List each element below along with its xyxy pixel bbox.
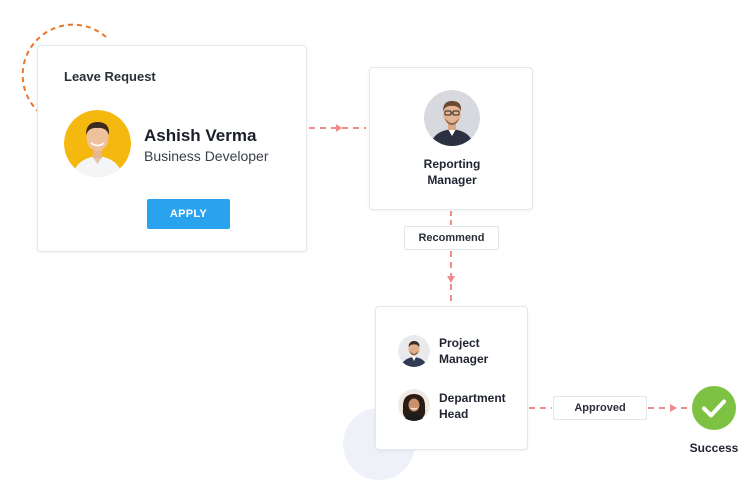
arrowhead-approved-to-success [670,404,677,412]
avatar-department-head [398,389,430,421]
reporting-manager-label-line1: Reporting [423,157,481,171]
leave-request-card: Leave Request Ashish Verma Business Deve… [37,45,307,252]
department-head-label-line1: Department [439,391,506,405]
avatar-project-manager [398,335,430,367]
reporting-manager-label-line2: Manager [427,173,477,187]
arrowhead-leave-to-manager [336,124,342,132]
project-manager-label-line1: Project [439,336,480,350]
project-manager-label-line2: Manager [439,352,489,366]
avatar-ashish [64,110,131,177]
apply-button[interactable]: APPLY [147,199,230,229]
success-label: Success [689,441,739,455]
approvers-card: Project Manager Department Head [375,306,528,450]
decorative-dashed-arc [21,23,107,114]
department-head-label: Department Head [439,390,506,422]
employee-name: Ashish Verma [144,126,257,145]
check-icon [692,386,736,430]
reporting-manager-card: Reporting Manager [369,67,533,210]
recommend-tag: Recommend [404,226,499,250]
department-head-label-line2: Head [439,407,469,421]
avatar-reporting-manager [424,90,480,146]
project-manager-label: Project Manager [439,335,488,367]
employee-role: Business Developer [144,148,269,164]
reporting-manager-label: Reporting Manager [370,156,534,188]
arrowhead-recommend-to-approvers [447,276,455,283]
approved-tag: Approved [553,396,647,420]
leave-request-title: Leave Request [64,69,156,84]
